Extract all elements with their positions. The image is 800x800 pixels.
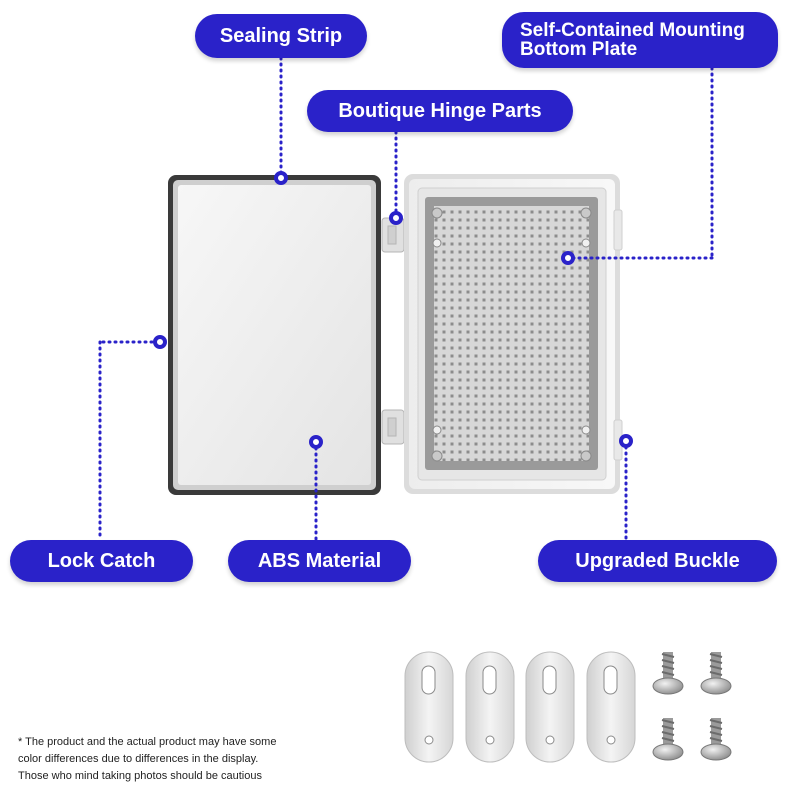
disclaimer-line-3: Those who mind taking photos should be c…: [18, 770, 262, 782]
disclaimer-line-1: * The product and the actual product may…: [18, 736, 277, 748]
hinge: [381, 217, 405, 445]
label-mounting-bottom-plate: Self-Contained Mounting Bottom Plate: [502, 12, 778, 68]
label-lock-catch: Lock Catch: [10, 540, 193, 582]
callout-lines: [98, 56, 714, 542]
enclosure-base: [404, 174, 623, 494]
mounting-bracket-icon: [404, 651, 636, 763]
screw-icon: [652, 652, 732, 761]
label-abs-material: ABS Material: [228, 540, 411, 582]
label-mounting-line-1: Self-Contained Mounting: [520, 20, 745, 41]
disclaimer-note: * The product and the actual product may…: [18, 734, 348, 785]
callout-dots: [153, 171, 633, 449]
disclaimer-line-2: color differences due to differences in …: [18, 753, 259, 765]
label-hinge-parts: Boutique Hinge Parts: [307, 90, 573, 132]
label-sealing-strip: Sealing Strip: [195, 14, 367, 58]
mounting-plate: [434, 206, 589, 461]
enclosure-lid: [168, 175, 381, 495]
label-upgraded-buckle: Upgraded Buckle: [538, 540, 777, 582]
label-mounting-line-2: Bottom Plate: [520, 39, 638, 60]
